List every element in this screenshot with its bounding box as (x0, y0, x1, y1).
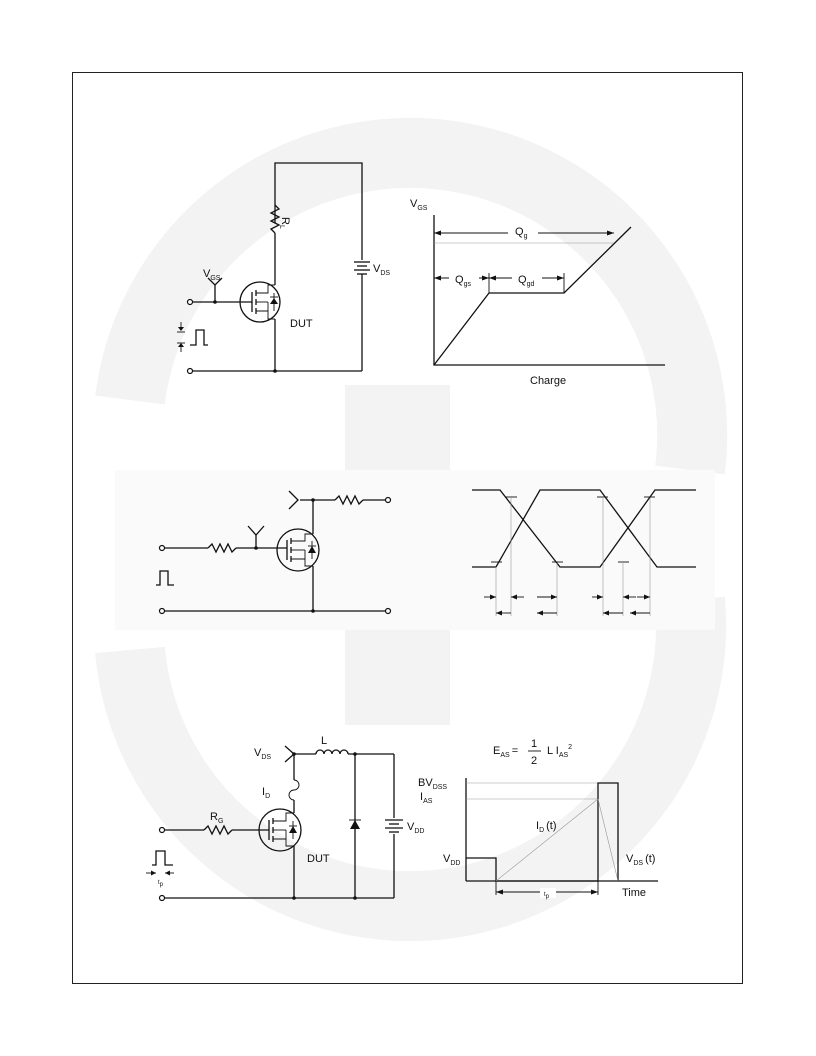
rg-label: R (210, 811, 218, 823)
svg-text:tp: tp (544, 892, 550, 900)
qgs-label: Q (455, 274, 464, 286)
svg-text:ID(t): ID(t) (536, 820, 557, 834)
uis-tp-label: t (158, 880, 160, 886)
svg-text:ID: ID (262, 786, 270, 800)
ias-label: I (420, 791, 423, 803)
fig1-vgs-sub: GS (210, 275, 220, 282)
uis-wave-tp-sub: p (546, 894, 550, 900)
formula-denominator: 2 (531, 755, 537, 767)
switching-circuit (156, 490, 392, 615)
uis-vds-label: V (254, 747, 262, 759)
gc-vgs-label: V (410, 198, 418, 210)
svg-text:RG: RG (210, 811, 223, 825)
watermark-logo (95, 117, 728, 942)
switching-mosfet-symbol (276, 528, 320, 572)
svg-text:Qgd: Qgd (518, 274, 534, 288)
fig1-dut-label: DUT (290, 318, 313, 330)
charge-axis-label: Charge (530, 375, 566, 387)
uis-wave-tp-label: t (544, 892, 546, 898)
svg-text:L IAS2: L IAS2 (547, 744, 572, 759)
freewheel-diode-symbol (349, 819, 361, 829)
rl-resistor-symbol (269, 204, 281, 234)
svg-text:BVDSS: BVDSS (418, 777, 447, 791)
rg-resistor-symbol (203, 824, 233, 836)
gate-charge-circuit (177, 162, 370, 375)
formula-ias-sub: AS (559, 752, 569, 759)
id-t-sub: D (539, 827, 544, 834)
uis-id-sub: D (265, 793, 270, 800)
svg-text:VGS: VGS (410, 198, 428, 212)
uis-dut-label: DUT (307, 853, 330, 865)
svg-text:VDS: VDS (373, 263, 390, 277)
svg-text:RL: RL (278, 217, 291, 229)
formula-e-sub: AS (500, 752, 510, 759)
svg-text:VDD: VDD (443, 853, 460, 867)
inductor-label: L (321, 735, 327, 747)
id-t-label: I (536, 820, 539, 832)
time-axis-label: Time (622, 887, 646, 899)
svg-text:IAS: IAS (420, 791, 433, 805)
uis-waveform (465, 778, 658, 895)
svg-text:Qgs: Qgs (455, 274, 471, 288)
formula-e: E (493, 745, 500, 757)
vgs-curve (433, 226, 632, 366)
gate-pulse-symbol (156, 570, 174, 586)
fig1-vgs-label: V (203, 268, 211, 280)
fig1-vds-sub: DS (380, 270, 390, 277)
gc-vgs-sub: GS (417, 205, 427, 212)
vds-t-suffix: (t) (645, 853, 655, 865)
load-resistor-symbol (334, 494, 364, 506)
rl-sub: L (278, 225, 285, 229)
qgd-sub: gd (527, 281, 535, 288)
uis-id-label: I (262, 786, 265, 798)
rl-label: R (279, 217, 291, 225)
svg-text:VDD: VDD (407, 821, 424, 835)
uis-tp-sub: p (160, 882, 164, 888)
bvdss-sub: DSS (433, 784, 448, 791)
gate-resistor-symbol (207, 542, 237, 554)
qg-sub: g (524, 233, 528, 240)
svg-text:tp: tp (158, 880, 164, 888)
uis-circuit (146, 745, 403, 902)
id-ramp (495, 798, 599, 882)
vdd-battery-symbol (385, 819, 403, 833)
uis-vdd-sub: DD (414, 828, 424, 835)
id-t-suffix: (t) (546, 820, 556, 832)
qgd-label: Q (518, 274, 527, 286)
uis-pulse-symbol (152, 850, 173, 866)
qgs-sub: gs (464, 281, 472, 288)
svg-text:VDS: VDS (254, 747, 271, 761)
uis-vds-sub: DS (261, 754, 271, 761)
fig1-vds-label: V (373, 263, 381, 275)
qg-label: Q (515, 226, 524, 238)
inductor-symbol (315, 749, 349, 755)
svg-text:VGS: VGS (203, 268, 221, 282)
vds-battery-symbol (354, 261, 370, 275)
uis-wave-vdd-sub: DD (450, 860, 460, 867)
svg-text:Qg: Qg (515, 226, 528, 240)
formula-eq: = (512, 745, 518, 757)
uis-wave-vdd-label: V (443, 853, 451, 865)
uis-vdd-label: V (407, 821, 415, 833)
formula-numerator: 1 (531, 738, 537, 750)
current-probe-symbol (288, 779, 300, 801)
bvdss-label: BV (418, 777, 433, 789)
switching-waveform (472, 489, 696, 616)
page-frame (72, 72, 743, 984)
vds-t-label: V (626, 853, 634, 865)
ias-sub: AS (423, 798, 433, 805)
svg-text:VDS(t): VDS(t) (626, 853, 655, 867)
vds-t-sub: DS (633, 860, 643, 867)
rg-sub: G (218, 818, 223, 825)
formula-squared: 2 (568, 744, 572, 751)
formula-rest: L I (547, 745, 559, 757)
svg-text:EAS=: EAS= (493, 745, 518, 759)
